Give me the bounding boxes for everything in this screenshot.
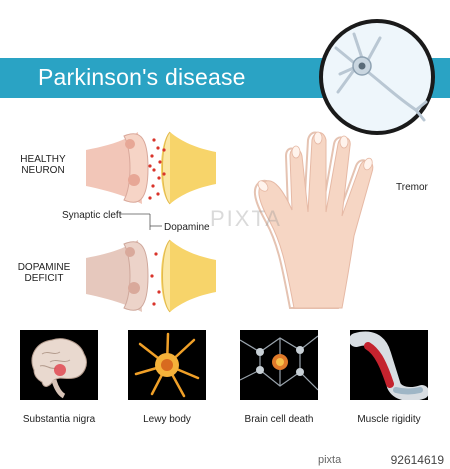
muscle-rigidity-tile: [349, 330, 429, 401]
neurons-icon: [239, 335, 319, 391]
stock-brand: pixta: [318, 454, 342, 466]
substantia-nigra-tile: [20, 330, 98, 400]
arm-muscle-icon: [349, 331, 429, 401]
brain-icon: [31, 338, 87, 399]
healthy-neuron-label: HEALTHY NEURON: [20, 154, 66, 176]
lewy-body-icon: [134, 332, 200, 398]
brain-cell-death-caption: Brain cell death: [244, 414, 314, 425]
lewy-body-tile: [128, 330, 206, 400]
neuron-circle-icon: [318, 18, 436, 136]
brain-cell-death-tile: [239, 330, 319, 400]
healthy-synapse-diagram: [86, 128, 216, 213]
tremor-label: Tremor: [396, 182, 428, 193]
lewy-body-caption: Lewy body: [143, 414, 191, 425]
page-title: Parkinson's disease: [38, 64, 246, 90]
muscle-rigidity-caption: Muscle rigidity: [357, 414, 421, 425]
stock-id: 92614619: [390, 453, 444, 467]
substantia-nigra-caption: Substantia nigra: [22, 414, 96, 425]
synaptic-cleft-label: Synaptic cleft: [62, 210, 122, 221]
dopamine-label: Dopamine: [164, 222, 210, 233]
trembling-hand-illustration: [238, 126, 408, 315]
watermark: PIXTA: [210, 206, 282, 231]
dopamine-deficit-synapse-diagram: [86, 236, 216, 321]
dopamine-deficit-label: DOPAMINE DEFICIT: [17, 262, 71, 284]
